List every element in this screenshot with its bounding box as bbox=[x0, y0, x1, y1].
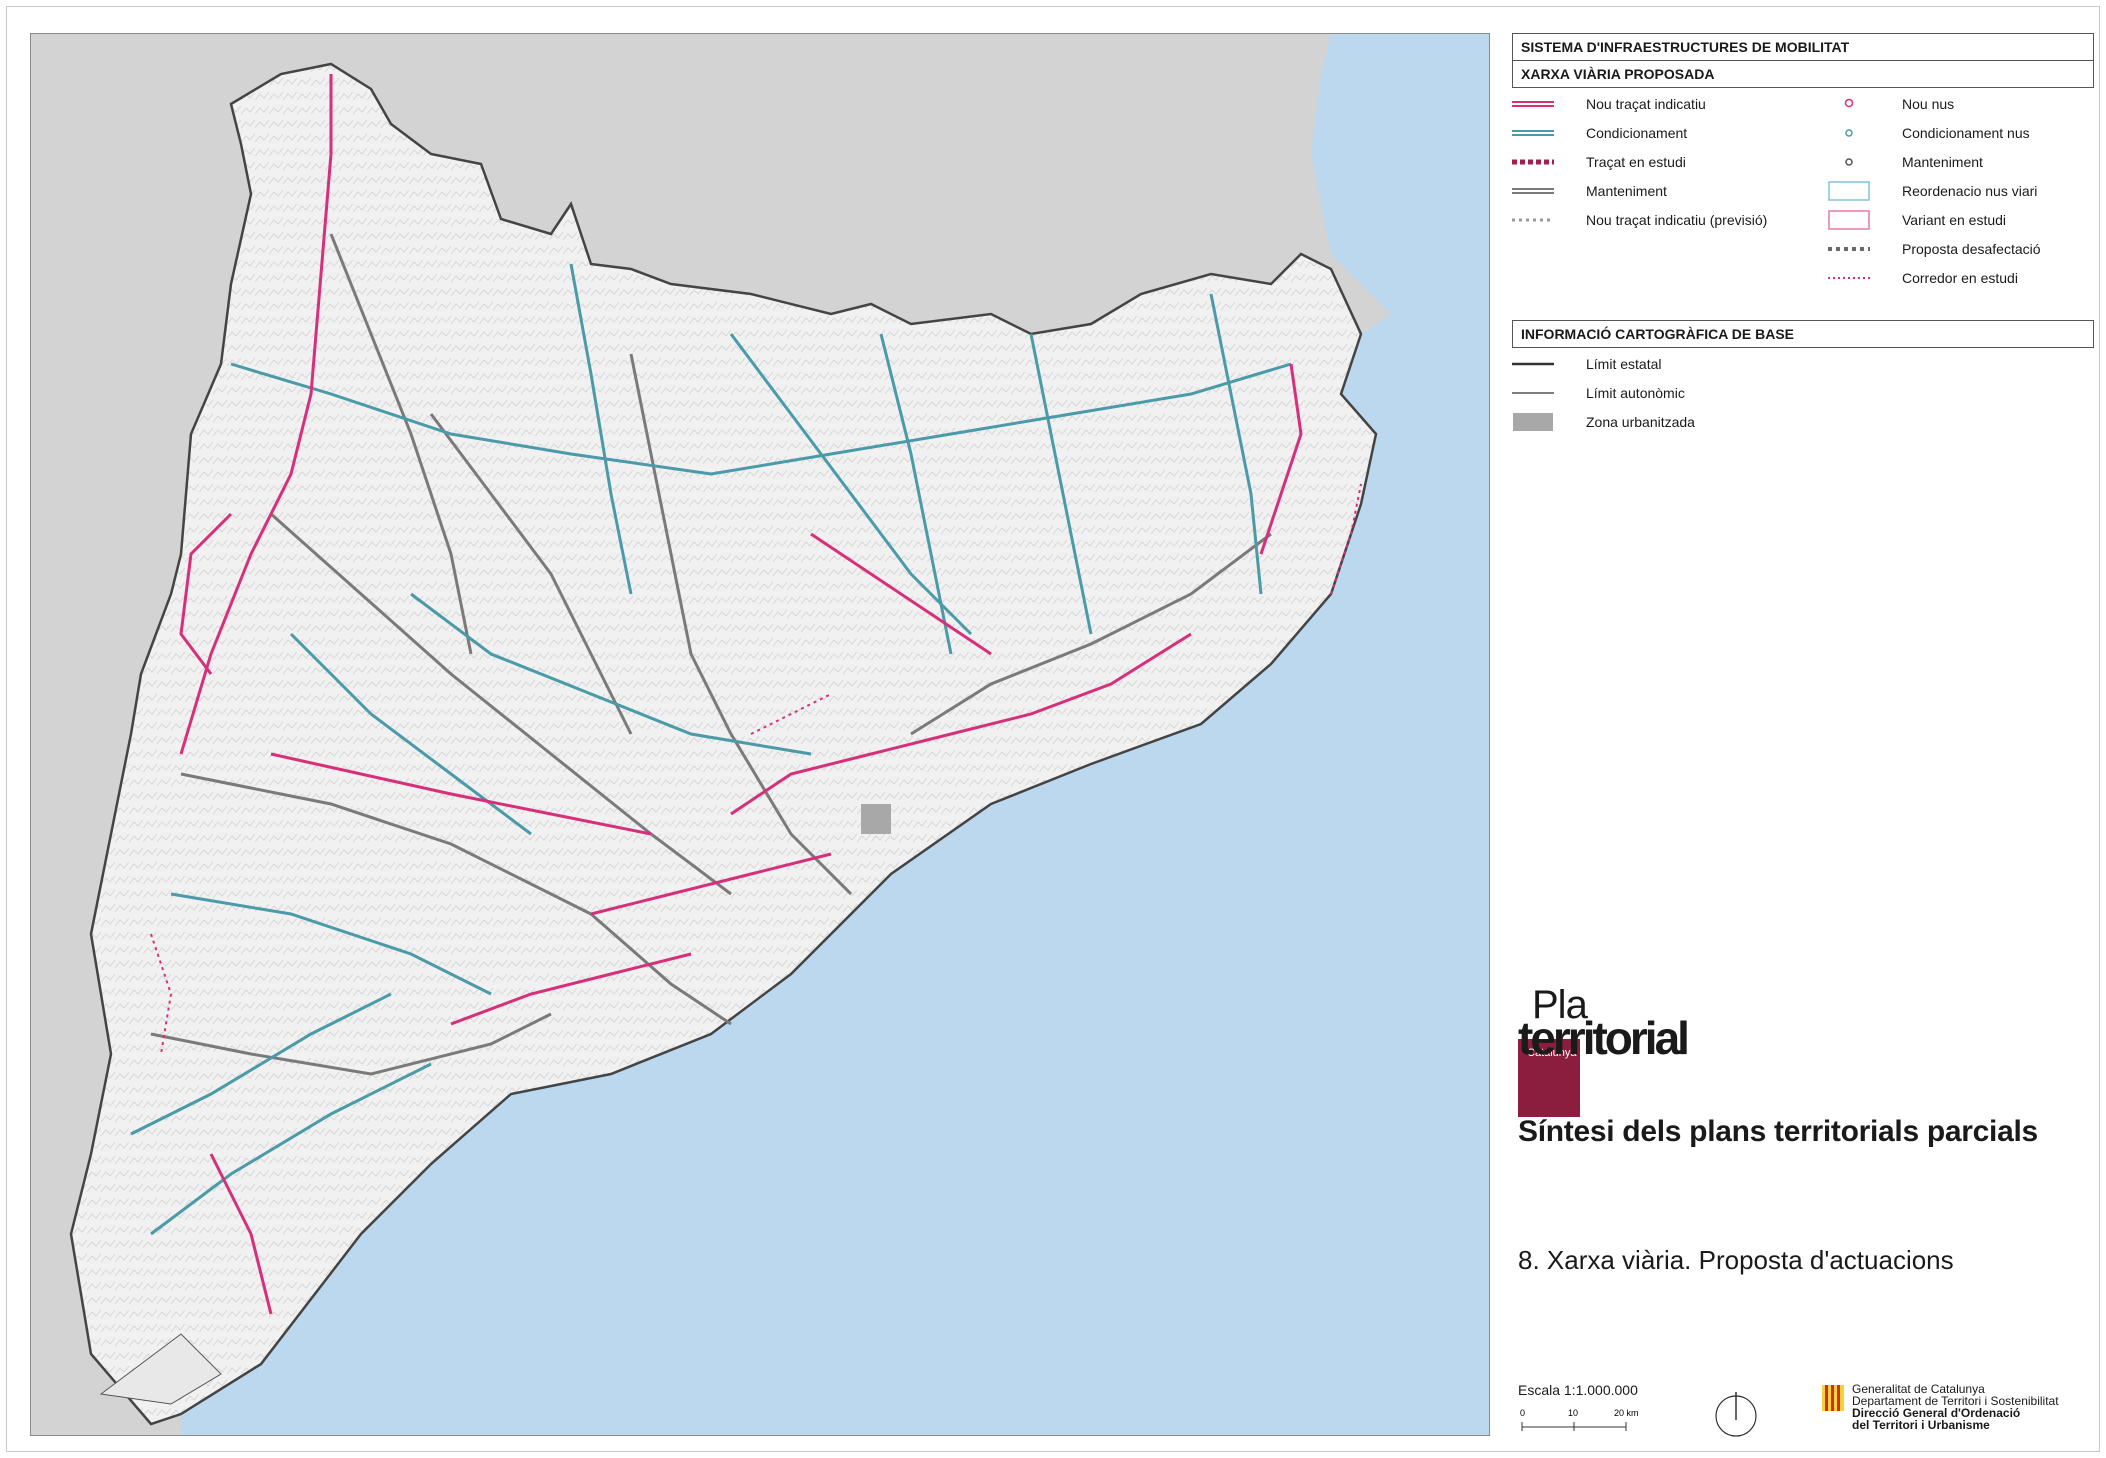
new-route-icon bbox=[1512, 94, 1554, 114]
legend-header-mobility: SISTEMA D'INFRAESTRUCTURES DE MOBILITAT bbox=[1512, 33, 2094, 61]
roads-new-route bbox=[179, 74, 1303, 1315]
svg-text:20 km: 20 km bbox=[1614, 1408, 1638, 1418]
document-subtitle: Síntesi dels plans territorials parcials bbox=[1518, 1115, 2038, 1148]
node-reordering-icon bbox=[1828, 181, 1870, 201]
logo-box: Catalunya bbox=[1518, 1039, 1580, 1117]
variant-study-icon bbox=[1828, 210, 1870, 230]
node-maintenance-icon bbox=[1828, 152, 1870, 172]
ebro-delta bbox=[99, 1333, 222, 1405]
svg-text:0: 0 bbox=[1520, 1408, 1525, 1418]
mediterranean-sea bbox=[181, 34, 1489, 1435]
scale-label: Escala 1:1.000.000 bbox=[1518, 1382, 1638, 1398]
maintenance-icon bbox=[1512, 181, 1554, 201]
state-border-icon bbox=[1512, 354, 1554, 374]
map-canvas[interactable] bbox=[30, 33, 1490, 1436]
page-frame bbox=[6, 6, 2100, 1452]
conditioning-icon bbox=[1512, 123, 1554, 143]
pla-territorial-logo: Catalunya Pla territorial bbox=[1518, 985, 1938, 1125]
node-conditioning-icon bbox=[1828, 123, 1870, 143]
map-title: 8. Xarxa viària. Proposta d'actuacions bbox=[1518, 1245, 1954, 1275]
legend-header-road-network: XARXA VIÀRIA PROPOSADA bbox=[1512, 61, 2094, 88]
corridor-study-icon bbox=[1828, 268, 1870, 288]
legend-header-base-cartography: INFORMACIÓ CARTOGRÀFICA DE BASE bbox=[1512, 320, 2094, 348]
regional-border-icon bbox=[1512, 383, 1554, 403]
urban-zone-icon bbox=[1512, 412, 1554, 432]
senyera-emblem-icon bbox=[1822, 1385, 1844, 1411]
north-arrow-icon bbox=[1712, 1390, 1760, 1438]
new-node-icon bbox=[1828, 94, 1870, 114]
scale-bar: 0 10 20 km bbox=[1518, 1405, 1639, 1435]
roads-maintenance bbox=[150, 233, 1272, 1076]
roads-study-corridor bbox=[150, 483, 1362, 1055]
new-route-forecast-icon bbox=[1512, 210, 1554, 230]
svg-text:10: 10 bbox=[1568, 1408, 1578, 1418]
urban-zone-barcelona bbox=[861, 804, 891, 834]
roads-conditioning bbox=[130, 263, 1292, 1236]
map-legend: SISTEMA D'INFRAESTRUCTURES DE MOBILITAT … bbox=[1512, 33, 2094, 468]
legend-base-items: Límit estatal Límit autonòmic Zona urban… bbox=[1512, 348, 2094, 468]
road-network-map[interactable] bbox=[31, 34, 1489, 1435]
legend-road-items: Nou traçat indicatiu Condicionament Traç… bbox=[1512, 88, 2094, 320]
catalonia-territory bbox=[69, 62, 1378, 1426]
study-route-icon bbox=[1512, 152, 1554, 172]
decommission-icon bbox=[1828, 239, 1870, 259]
